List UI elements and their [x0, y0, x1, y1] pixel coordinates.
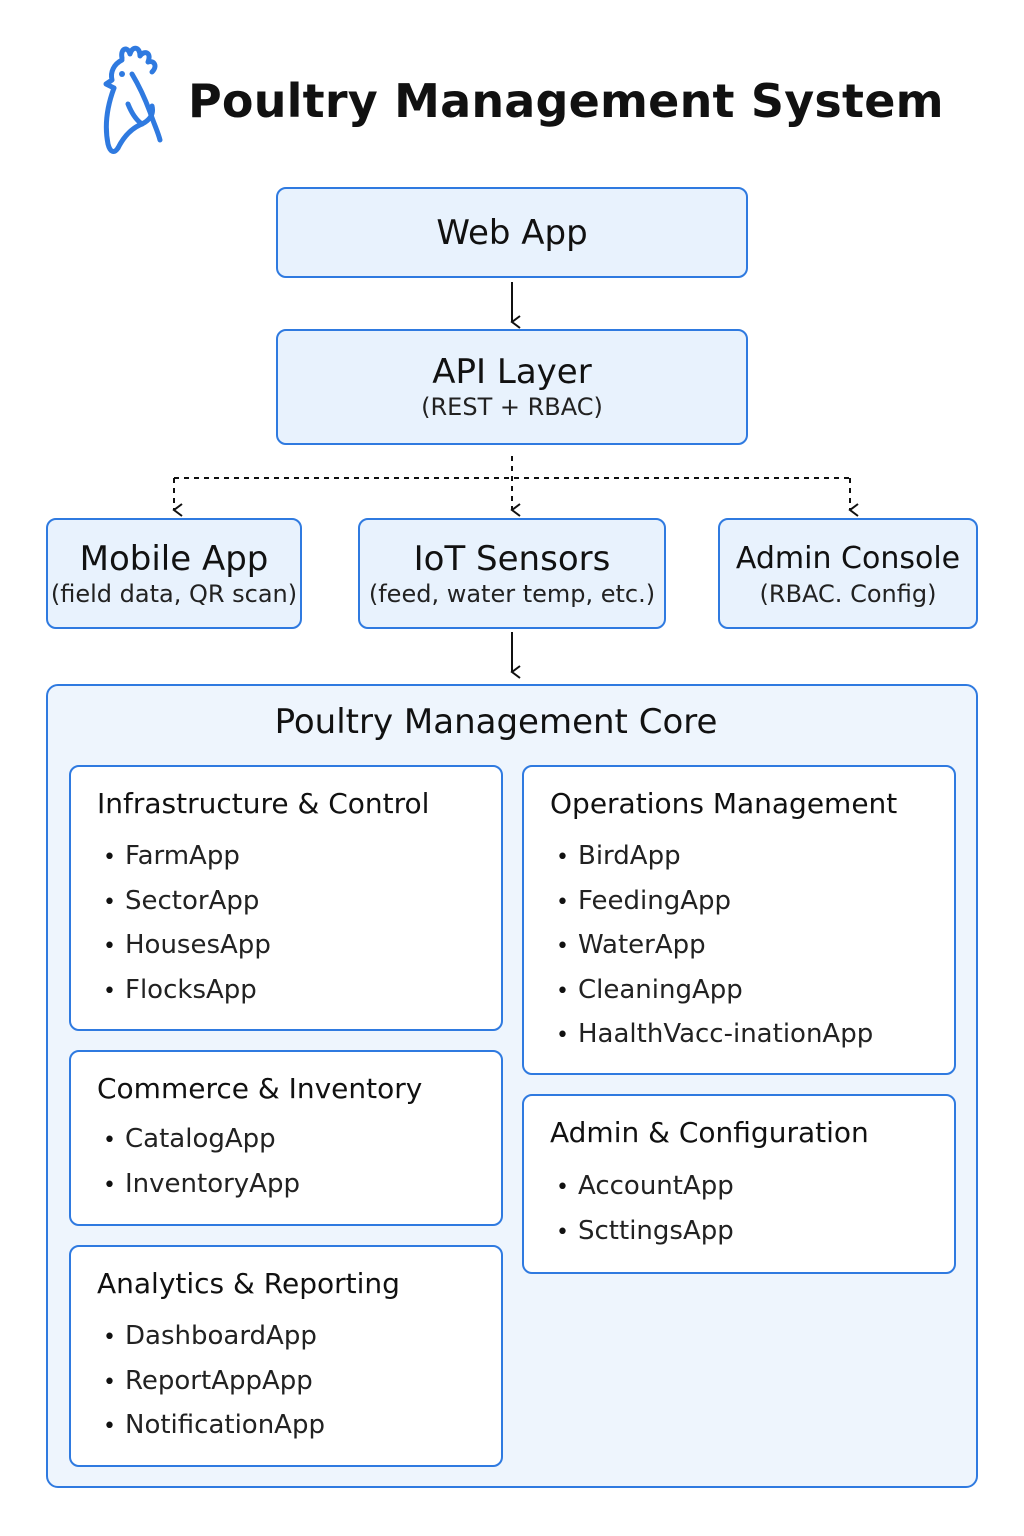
list-item: ScttingsApp: [556, 1210, 734, 1255]
rooster-icon: [103, 45, 163, 154]
list-item: HaalthVacc-inationApp: [556, 1013, 873, 1058]
list-item: InventoryApp: [103, 1163, 300, 1208]
api-layer-label: API Layer: [432, 352, 592, 392]
group-title: Infrastructure & Control: [97, 787, 430, 820]
list-item: FarmApp: [103, 835, 271, 880]
api-layer-sub: (REST + RBAC): [421, 393, 603, 421]
group-item-list: AccountApp ScttingsApp: [556, 1165, 734, 1254]
group-commerce-inventory: Commerce & Inventory CatalogApp Inventor…: [69, 1050, 503, 1226]
group-title: Admin & Configuration: [550, 1116, 869, 1149]
list-item: FeedingApp: [556, 880, 873, 925]
web-app-box: Web App: [276, 187, 748, 278]
list-item: NotificationApp: [103, 1404, 325, 1449]
list-item: CleaningApp: [556, 969, 873, 1014]
list-item: CatalogApp: [103, 1118, 300, 1163]
admin-console-box: Admin Console (RBAC. Config): [718, 518, 978, 629]
mobile-app-sub: (field data, QR scan): [50, 579, 298, 608]
iot-sensors-sub: (feed, water temp, etc.): [368, 579, 656, 608]
list-item: FlocksApp: [103, 969, 271, 1014]
group-item-list: BirdApp FeedingApp WaterApp CleaningApp …: [556, 835, 873, 1058]
group-analytics-reporting: Analytics & Reporting DashboardApp Repor…: [69, 1245, 503, 1467]
mobile-app-box: Mobile App (field data, QR scan): [46, 518, 302, 629]
api-layer-box: API Layer (REST + RBAC): [276, 329, 748, 445]
group-operations-management: Operations Management BirdApp FeedingApp…: [522, 765, 956, 1075]
list-item: AccountApp: [556, 1165, 734, 1210]
list-item: BirdApp: [556, 835, 873, 880]
list-item: SectorApp: [103, 880, 271, 925]
iot-sensors-label: IoT Sensors: [413, 538, 611, 579]
list-item: ReportAppApp: [103, 1360, 325, 1405]
admin-console-label: Admin Console: [735, 540, 961, 576]
list-item: HousesApp: [103, 924, 271, 969]
group-item-list: FarmApp SectorApp HousesApp FlocksApp: [103, 835, 271, 1013]
group-item-list: CatalogApp InventoryApp: [103, 1118, 300, 1207]
iot-sensors-box: IoT Sensors (feed, water temp, etc.): [358, 518, 666, 629]
list-item: WaterApp: [556, 924, 873, 969]
web-app-label: Web App: [436, 212, 588, 253]
group-item-list: DashboardApp ReportAppApp NotificationAp…: [103, 1315, 325, 1449]
group-title: Analytics & Reporting: [97, 1267, 400, 1300]
core-title: Poultry Management Core: [274, 702, 718, 742]
list-item: DashboardApp: [103, 1315, 325, 1360]
group-admin-configuration: Admin & Configuration AccountApp Sctting…: [522, 1094, 956, 1274]
mobile-app-label: Mobile App: [79, 538, 269, 579]
group-title: Commerce & Inventory: [97, 1072, 423, 1105]
group-title: Operations Management: [550, 787, 898, 820]
dashed-branch-connector: [172, 456, 859, 517]
page-title: Poultry Management System: [188, 74, 944, 128]
admin-console-sub: (RBAC. Config): [759, 579, 937, 608]
group-infrastructure-control: Infrastructure & Control FarmApp SectorA…: [69, 765, 503, 1031]
